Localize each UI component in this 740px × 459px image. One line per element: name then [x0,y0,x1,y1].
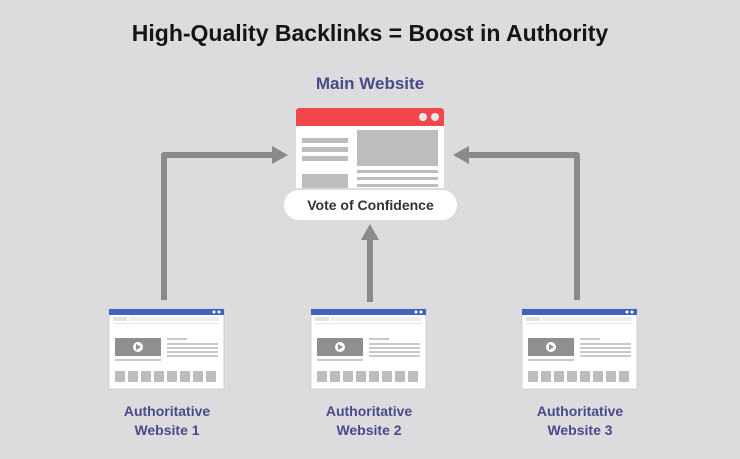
site-label-line: Authoritative [123,403,211,419]
main-website-label: Main Website [315,74,425,93]
authoritative-site-3-label: Authoritative Website 3 [500,402,660,440]
authoritative-site-2-label: Authoritative Website 2 [289,402,449,440]
arrow-left-icon [453,146,469,164]
site-label-line: Website 1 [134,422,200,438]
main-website-window [296,108,444,188]
site-label-line: Authoritative [325,403,413,419]
authoritative-site-1-window [108,308,225,390]
diagram-title: High-Quality Backlinks = Boost in Author… [131,20,609,46]
arrow-from-site-3 [468,152,580,300]
arrow-right-icon [272,146,288,164]
arrow-from-site-1 [161,152,272,300]
authoritative-site-2-window [310,308,427,390]
site-label-line: Authoritative [536,403,624,419]
arrow-up-icon [361,224,379,240]
authoritative-site-1-label: Authoritative Website 1 [87,402,247,440]
authoritative-site-3-window [521,308,638,390]
vote-of-confidence-badge: Vote of Confidence [284,190,457,220]
window-dot-icon [419,113,427,121]
site-label-line: Website 2 [336,422,402,438]
window-dot-icon [431,113,439,121]
site-label-line: Website 3 [547,422,613,438]
